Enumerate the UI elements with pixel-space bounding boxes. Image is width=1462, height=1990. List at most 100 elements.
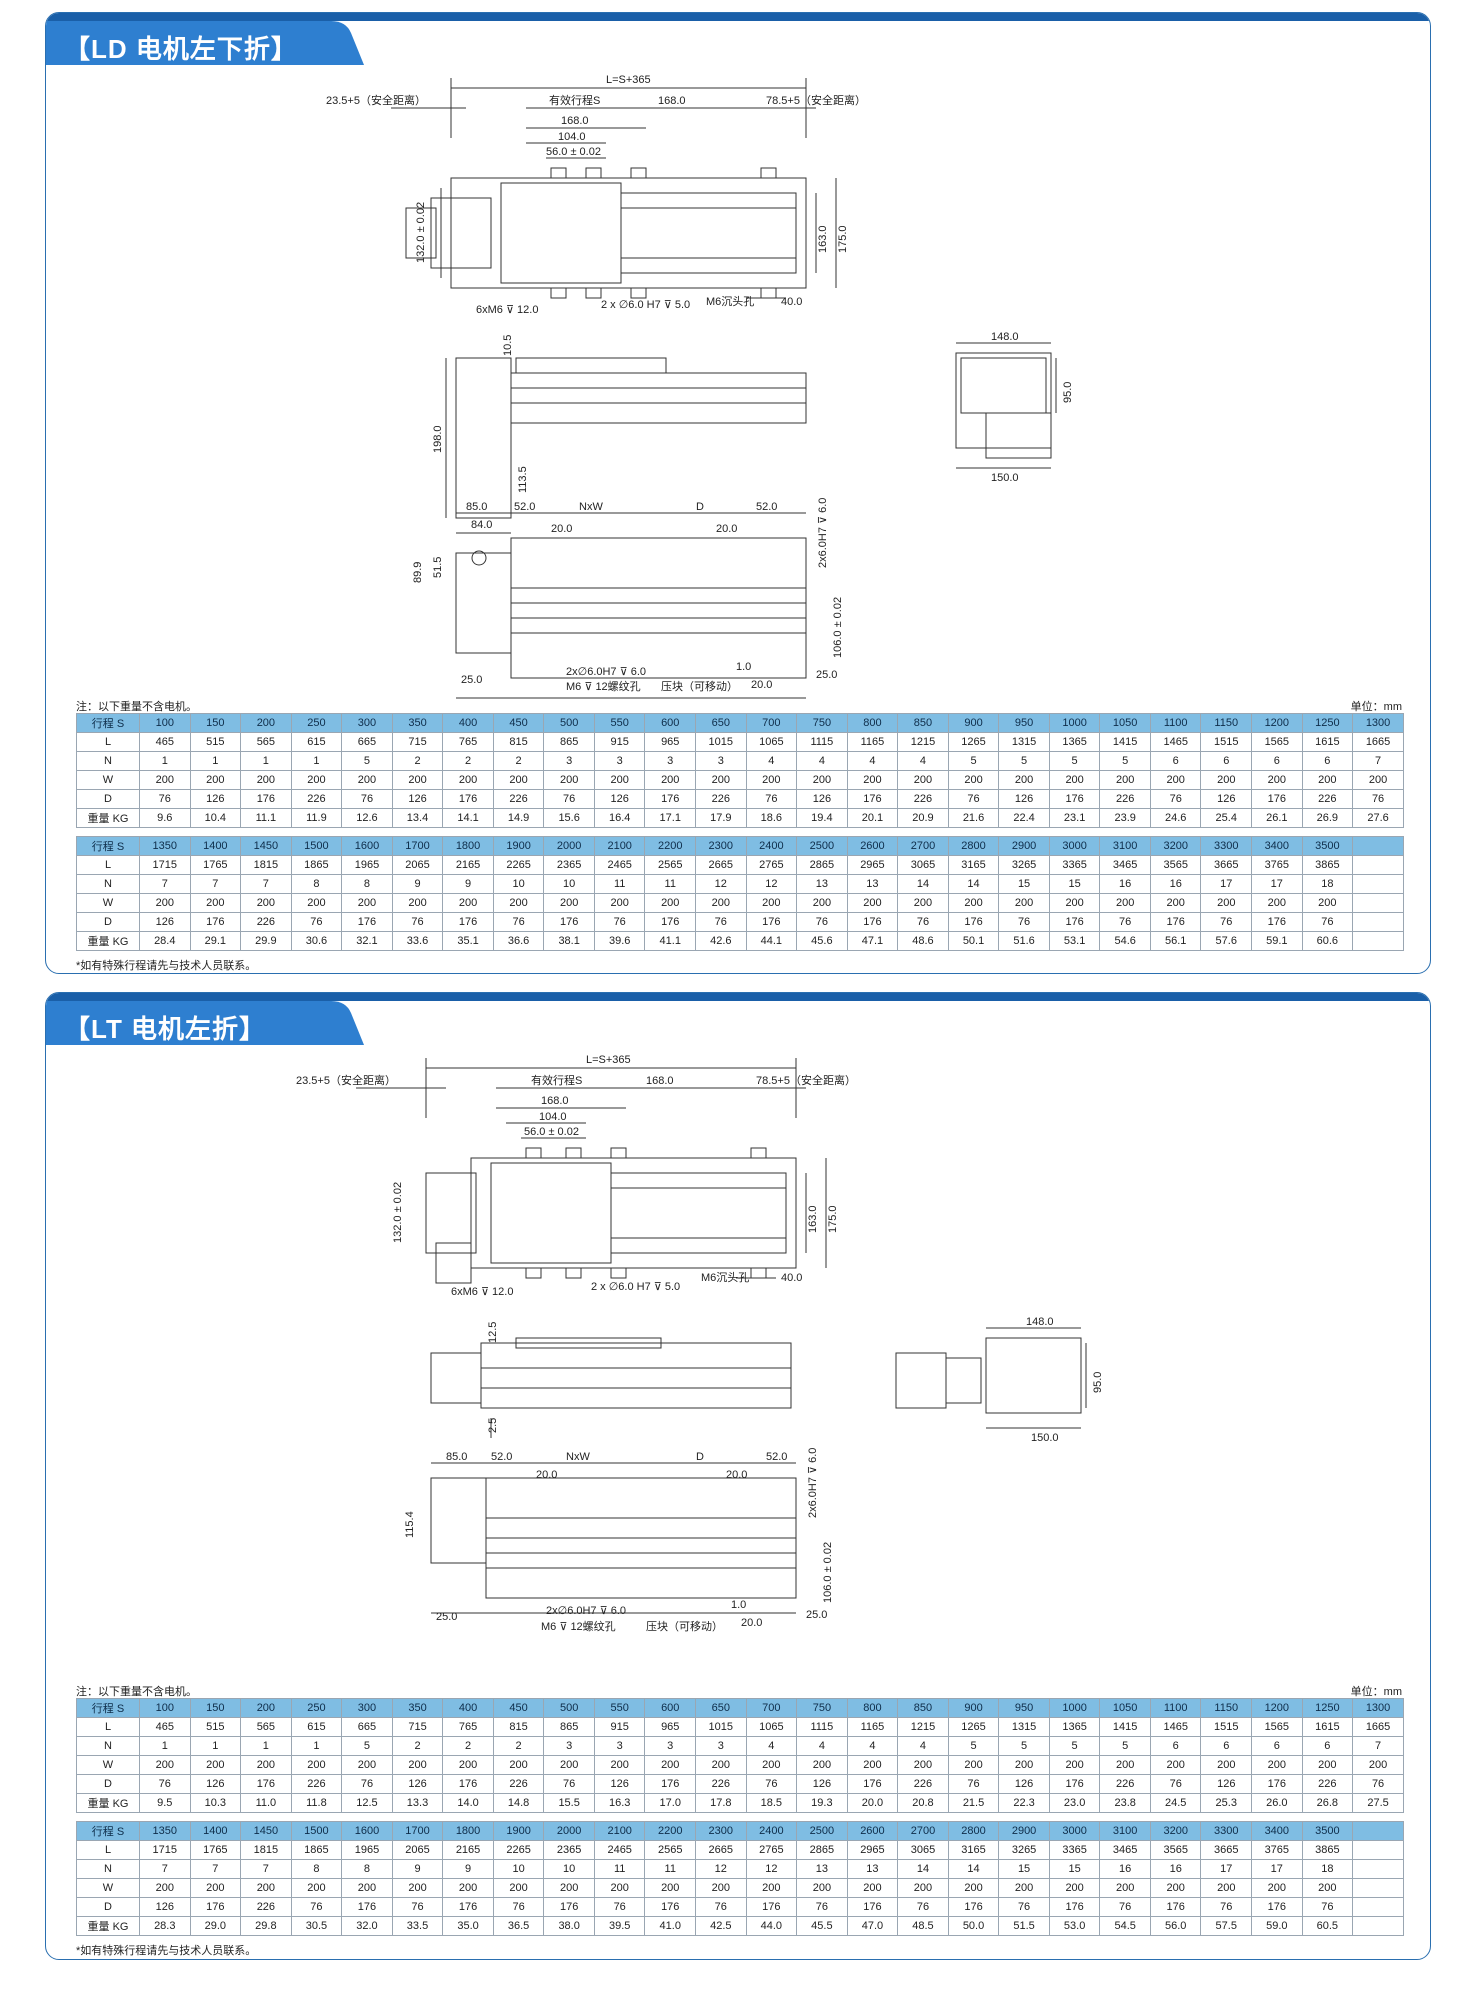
table-cell: 1715 bbox=[139, 1840, 191, 1860]
table-cell: 226 bbox=[240, 1897, 292, 1917]
table-cell: 1350 bbox=[139, 1821, 191, 1841]
table-cell: 76 bbox=[391, 912, 444, 932]
dim-nxw: NxW bbox=[566, 1451, 590, 1463]
table-cell: 15.5 bbox=[543, 1793, 595, 1813]
table-cell: 700 bbox=[745, 1698, 798, 1718]
table-cell: 226 bbox=[1301, 789, 1354, 809]
table-cell: 2400 bbox=[745, 1821, 798, 1841]
dim-25: 25.0 bbox=[436, 1611, 457, 1623]
table-cell: 226 bbox=[695, 789, 747, 809]
table-cell: 4 bbox=[796, 751, 848, 771]
footnote: *如有特殊行程请先与技术人员联系。 bbox=[76, 1945, 257, 1957]
dim-168: 168.0 bbox=[658, 95, 686, 107]
table-cell: 2100 bbox=[593, 836, 646, 856]
table-cell: 14 bbox=[897, 874, 949, 894]
table-cell: 76 bbox=[998, 912, 1050, 932]
table-cell: 400 bbox=[442, 713, 494, 733]
dim-132: 132.0 ± 0.02 bbox=[392, 1182, 404, 1243]
table-cell: 226 bbox=[1099, 1774, 1151, 1794]
table-cell: 5 bbox=[947, 751, 1000, 771]
table-cell: 2600 bbox=[846, 1821, 899, 1841]
table-cell: 76 bbox=[1149, 1774, 1202, 1794]
table-cell: 515 bbox=[189, 1717, 242, 1737]
table-cell: 715 bbox=[391, 1717, 444, 1737]
table-cell: 27.5 bbox=[1352, 1793, 1404, 1813]
table-cell: 76 bbox=[341, 1774, 393, 1794]
table-cell: 2100 bbox=[593, 1821, 646, 1841]
table-cell: 50.1 bbox=[947, 931, 1000, 951]
table-cell: 176 bbox=[1251, 1897, 1303, 1917]
dim-25b: 25.0 bbox=[806, 1609, 827, 1621]
table-cell: 16.3 bbox=[593, 1793, 646, 1813]
table-cell: 76 bbox=[290, 1897, 343, 1917]
table-cell: 200 bbox=[1301, 893, 1354, 913]
table-cell: 3300 bbox=[1200, 1821, 1253, 1841]
table-cell: 17.0 bbox=[644, 1793, 697, 1813]
table-cell: 1865 bbox=[290, 1840, 343, 1860]
table-cell: 226 bbox=[897, 1774, 949, 1794]
table-cell: 2500 bbox=[796, 836, 848, 856]
table-cell: 200 bbox=[240, 1755, 292, 1775]
table-cell: 200 bbox=[745, 1755, 798, 1775]
table-cell: 76 bbox=[947, 789, 1000, 809]
row-label: W bbox=[76, 770, 140, 790]
table-cell: 25.4 bbox=[1200, 808, 1253, 828]
table-cell: 200 bbox=[189, 893, 242, 913]
table-cell: 2565 bbox=[644, 855, 697, 875]
table-cell: 200 bbox=[1099, 893, 1151, 913]
table-cell: 1615 bbox=[1301, 1717, 1354, 1737]
table-cell: 865 bbox=[543, 1717, 595, 1737]
table-cell: 1000 bbox=[1048, 1698, 1101, 1718]
table-cell: 2965 bbox=[846, 855, 899, 875]
table-cell: 176 bbox=[745, 912, 798, 932]
table-cell: 35.1 bbox=[442, 931, 494, 951]
table-cell: 6 bbox=[1301, 1736, 1354, 1756]
table-cell: 226 bbox=[695, 1774, 747, 1794]
table-cell: 2900 bbox=[998, 836, 1050, 856]
table-cell: 1665 bbox=[1352, 732, 1404, 752]
table-cell: 1115 bbox=[796, 732, 848, 752]
table-cell: 28.3 bbox=[139, 1916, 191, 1936]
table-cell: 1 bbox=[240, 751, 292, 771]
dim-20: 20.0 bbox=[551, 523, 572, 535]
table-cell: 11.1 bbox=[240, 808, 292, 828]
table-cell: 2865 bbox=[796, 855, 848, 875]
table-cell: 27.6 bbox=[1352, 808, 1404, 828]
table-cell: 2565 bbox=[644, 1840, 697, 1860]
table-cell: 16.4 bbox=[593, 808, 646, 828]
table-cell: 12.6 bbox=[341, 808, 393, 828]
table-cell: 200 bbox=[391, 770, 444, 790]
table-cell: 200 bbox=[947, 893, 1000, 913]
unit-note: 单位：mm bbox=[1350, 701, 1402, 713]
table-cell bbox=[1352, 912, 1404, 932]
table-cell: 10 bbox=[543, 1859, 595, 1879]
top-view-labels: L=S+365 23.5+5（安全距离） 有效行程S 168.0 78.5+5（… bbox=[326, 74, 866, 316]
table-cell: 3065 bbox=[897, 855, 949, 875]
table-cell: 4 bbox=[745, 1736, 798, 1756]
row-label: L bbox=[76, 1717, 140, 1737]
table-cell: 176 bbox=[644, 789, 697, 809]
table-cell: 3400 bbox=[1251, 836, 1303, 856]
dim-12-5: 12.5 bbox=[487, 1322, 499, 1343]
side-view-labels: 10.5 198.0 113.5 84.0 bbox=[432, 335, 529, 531]
table-cell: 200 bbox=[796, 770, 848, 790]
table-cell: 12 bbox=[745, 1859, 798, 1879]
table-cell: 800 bbox=[846, 713, 899, 733]
table-cell: 200 bbox=[240, 770, 292, 790]
table-cell: 200 bbox=[1301, 1755, 1354, 1775]
table-cell: 200 bbox=[593, 770, 646, 790]
table-cell: 76 bbox=[1352, 1774, 1404, 1794]
table-cell: 150 bbox=[189, 1698, 242, 1718]
table-cell: 200 bbox=[1352, 770, 1404, 790]
tab-shape bbox=[46, 1001, 364, 1045]
table-cell: 126 bbox=[998, 1774, 1050, 1794]
table-cell: 176 bbox=[846, 1774, 899, 1794]
table-cell: 965 bbox=[644, 1717, 697, 1737]
